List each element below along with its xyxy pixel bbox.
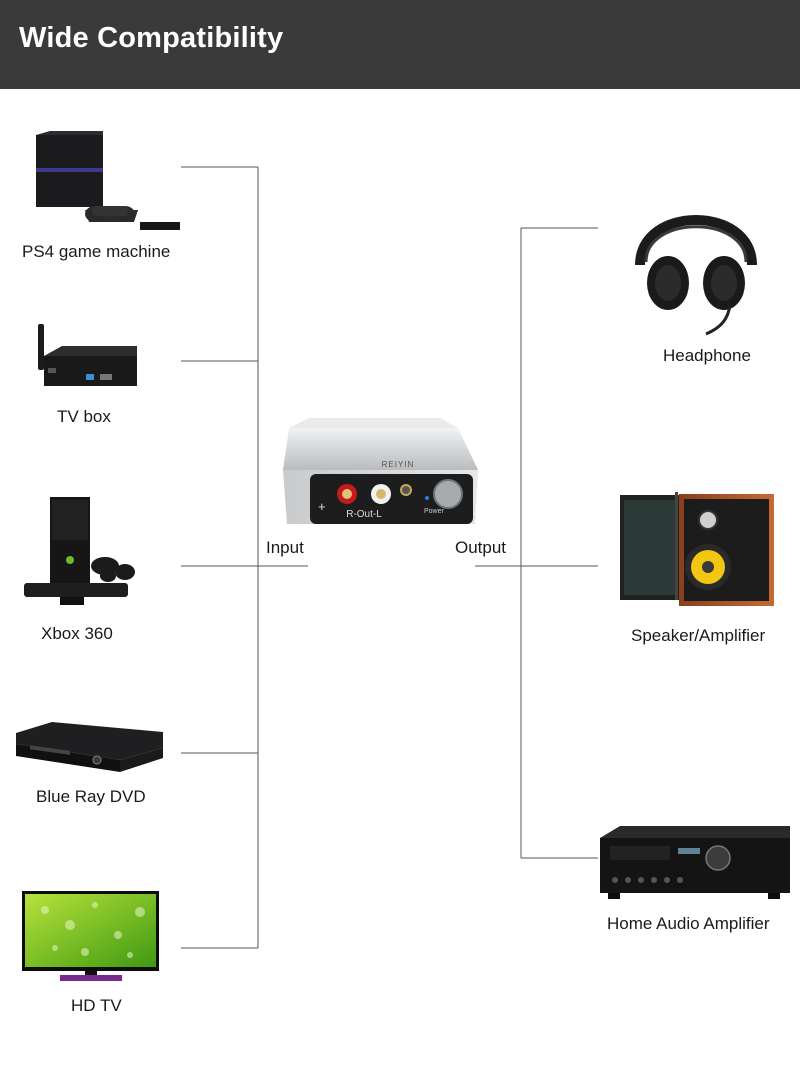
device-label-hd-tv: HD TV — [71, 996, 122, 1015]
page-title: Wide Compatibility — [19, 22, 284, 54]
blu-ray-dvd-image — [16, 722, 163, 772]
dac-converter-device — [283, 418, 478, 524]
ps4-console-image — [36, 131, 180, 230]
input-connector-lines — [181, 166, 308, 949]
input-label: Input — [266, 538, 304, 557]
device-label-amplifier: Home Audio Amplifier — [607, 914, 770, 933]
hub-power-label: Power — [424, 508, 445, 515]
device-label-blu-ray: Blue Ray DVD — [36, 787, 146, 806]
header-banner: Wide Compatibility — [0, 0, 800, 89]
xbox-360-image — [24, 497, 135, 605]
tv-box-image — [38, 324, 137, 386]
headphone-image — [635, 215, 757, 336]
output-connector-lines — [475, 227, 598, 859]
hub-plus-label: + — [318, 499, 326, 514]
output-label: Output — [455, 538, 507, 557]
device-label-xbox-360: Xbox 360 — [41, 624, 113, 643]
hub-brand-label: REIYIN — [382, 460, 415, 469]
hd-tv-image — [22, 891, 159, 981]
device-label-ps4: PS4 game machine — [22, 242, 171, 261]
home-audio-amplifier-image — [600, 826, 790, 899]
device-label-headphone: Headphone — [663, 346, 751, 365]
speaker-amplifier-image — [620, 492, 774, 606]
device-label-speaker: Speaker/Amplifier — [631, 626, 766, 645]
device-label-tv-box: TV box — [57, 407, 111, 426]
hub-port-label: R-Out-L — [346, 509, 382, 520]
